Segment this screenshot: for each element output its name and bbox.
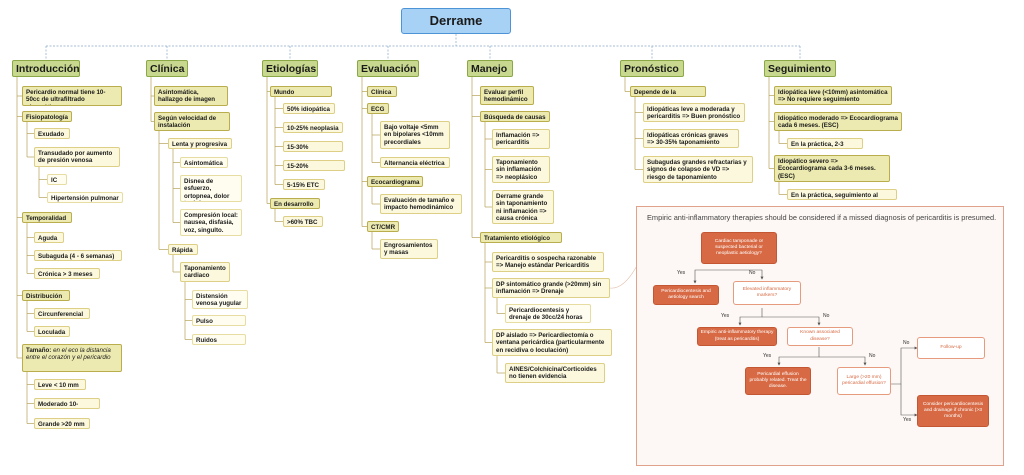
intro-tamano: Tamaño: en el eco la distancia entre el … [22, 344, 122, 372]
pron-idio-cron: Idiopáticas crónicas graves => 30-35% ta… [643, 129, 739, 148]
seg-idio-mod: Idiopático moderado => Ecocardiograma ca… [774, 112, 902, 131]
intro-hipertension: Hipertensión pulmonar [47, 192, 123, 203]
category-clinica[interactable]: Clínica [146, 60, 188, 77]
etio-etc: 5-15% ETC [283, 179, 325, 190]
eval-ecg: ECG [367, 103, 389, 114]
etio-tbc: >60% TBC [283, 216, 323, 227]
etio-iatrogenica: 15-20% iatrogenica [283, 160, 345, 171]
etio-desarrollo: En desarrollo [270, 198, 320, 209]
flow-yes-2: Yes [721, 313, 730, 319]
clinica-segun: Según velocidad de instalación [154, 112, 230, 131]
flow-a1: Pericardiocentesis and aetiology search [653, 285, 719, 305]
manejo-busqueda: Búsqueda de causas [480, 111, 550, 122]
category-seguimiento[interactable]: Seguimiento [764, 60, 836, 77]
seg-idio-sev: Idiopático severo => Ecocardiograma cada… [774, 155, 890, 182]
flow-a2: Empiric anti-inflammatory therapy (treat… [697, 327, 777, 346]
clinica-taponamiento: Taponamiento cardiaco [180, 262, 230, 282]
clinica-asintomatica: Asintomática, hallazgo de imagen [154, 86, 228, 106]
seg-idio-leve: Idiopática leve (<10mm) asintomática => … [774, 86, 892, 105]
intro-moderado: Moderado 10-20mm [34, 398, 100, 409]
eval-alternancia: Alternancia eléctrica [380, 157, 450, 168]
etio-mundo: Mundo desarrollado [270, 86, 332, 97]
intro-circunferencial: Circunferencial [34, 308, 90, 319]
etio-infecciosa: 15-30% infecciosa [283, 141, 343, 152]
intro-subaguda: Subaguda (4 - 6 semanas) [34, 250, 122, 261]
etio-neoplasia: 10-25% neoplasia [283, 122, 343, 133]
manejo-tapon-sin: Taponamiento sin inflamación => neoplási… [492, 156, 550, 183]
clinica-rapida: Rápida [168, 244, 198, 255]
manejo-tratamiento: Tratamiento etiológico [480, 232, 562, 243]
flow-yes-1: Yes [677, 270, 686, 276]
flow-no-4: No [903, 340, 910, 346]
intro-grande: Grande >20 mm [34, 418, 90, 429]
flowchart-arrows [693, 269, 918, 417]
intro-tamano-text: en el eco la distancia entre el corazón … [26, 347, 111, 362]
flow-a3: Pericardial effusion probably related. T… [745, 367, 811, 395]
flow-yes-4: Yes [903, 417, 912, 423]
intro-exudado: Exudado [34, 128, 70, 139]
manejo-aines: AINES/Colchicina/Corticoides no tienen e… [505, 363, 605, 383]
intro-leve: Leve < 10 mm [34, 379, 86, 390]
clinica-lenta: Lenta y progresiva [168, 138, 232, 149]
pron-subagudas: Subagudas grandes refractarias y signos … [643, 156, 753, 183]
category-introduccion[interactable]: Introducción [12, 60, 80, 77]
category-etiologias[interactable]: Etiologías [262, 60, 318, 77]
manejo-dp-aislado: DP aislado => Pericardiectomía o ventana… [492, 329, 612, 356]
flow-q4: Large (>20 mm) pericardial effusion? [837, 367, 891, 395]
intro-ic: IC [47, 174, 67, 185]
category-evaluacion[interactable]: Evaluación [357, 60, 419, 77]
eval-evaltam: Evaluación de tamaño e impacto hemodinám… [380, 194, 462, 214]
intro-tamano-label: Tamaño: [26, 347, 52, 354]
flow-q2: Elevated inflammatory markers? [733, 281, 801, 305]
category-pronostico[interactable]: Pronóstico [620, 60, 684, 77]
clinica-distension: Distensión venosa yugular [192, 290, 248, 309]
eval-clinica: Clínica [367, 86, 397, 97]
clinica-pulso: Pulso paradójico [192, 315, 246, 326]
flow-a4: Follow-up [917, 337, 985, 359]
clinica-ruidos: Ruidos apagados [192, 334, 246, 345]
flow-no-1: No [749, 270, 756, 276]
flow-yes-3: Yes [763, 353, 772, 359]
intro-aguda: Aguda [34, 232, 64, 243]
root-title: Derrame Pericárdico [401, 8, 511, 34]
manejo-dp-sint: DP sintomático grande (>20mm) sin inflam… [492, 278, 610, 298]
flow-q3: Known associated disease? [787, 327, 853, 346]
intro-distribucion: Distribución [22, 290, 70, 301]
clinica-disnea: Disnea de esfuerzo, ortopnea, dolor torá… [180, 175, 242, 202]
flow-q1: Cardiac tamponade or suspected bacterial… [701, 232, 777, 264]
clinica-asint2: Asintomática [180, 157, 228, 168]
pron-depende: Depende de la etiología [630, 86, 706, 97]
eval-bajo: Bajo voltaje <5mm en bipolares <10mm pre… [380, 121, 450, 149]
flow-a5: Consider pericardiocentesis and drainage… [917, 395, 989, 427]
manejo-pericardiocentesis: Pericardiocentesis y drenaje de 30cc/24 … [505, 304, 591, 323]
eval-ctcmr: CT/CMR [367, 221, 399, 232]
intro-fisiopatologia: Fisiopatología [22, 111, 72, 122]
flow-no-3: No [869, 353, 876, 359]
manejo-inflamacion: Inflamación => pericarditis [492, 129, 550, 149]
manejo-evaluar: Evaluar perfil hemodinámico [480, 86, 534, 105]
intro-temporalidad: Temporalidad [22, 212, 72, 223]
category-manejo[interactable]: Manejo [467, 60, 513, 77]
seg-practica2: En la práctica, seguimiento al mes. [787, 189, 897, 200]
intro-cronica: Crónica > 3 meses [34, 268, 100, 279]
manejo-derrame: Derrame grande sin taponamiento ni infla… [492, 190, 554, 224]
seg-practica1: En la práctica, 2-3 meses. [787, 138, 863, 149]
flow-no-2: No [823, 313, 830, 319]
pron-idio-leve: Idiopáticas leve a moderada y pericardit… [643, 103, 745, 122]
manejo-pericarditis: Pericarditis o sospecha razonable => Man… [492, 252, 604, 272]
etio-idiopatica: 50% idiopática [283, 103, 335, 114]
eval-engros: Engrosamientos y masas [380, 239, 438, 259]
flowchart-title: Empiric anti-inflammatory therapies shou… [647, 213, 997, 222]
intro-transudado: Transudado por aumento de presión venosa [34, 147, 120, 167]
intro-normal: Pericardio normal tiene 10-50cc de ultra… [22, 86, 122, 106]
intro-loculada: Loculada [34, 326, 70, 337]
eval-eco: Ecocardiograma [367, 176, 423, 187]
flowchart-panel: Empiric anti-inflammatory therapies shou… [636, 206, 1004, 466]
clinica-compresion: Compresión local: nausea, disfasia, voz,… [180, 209, 242, 236]
